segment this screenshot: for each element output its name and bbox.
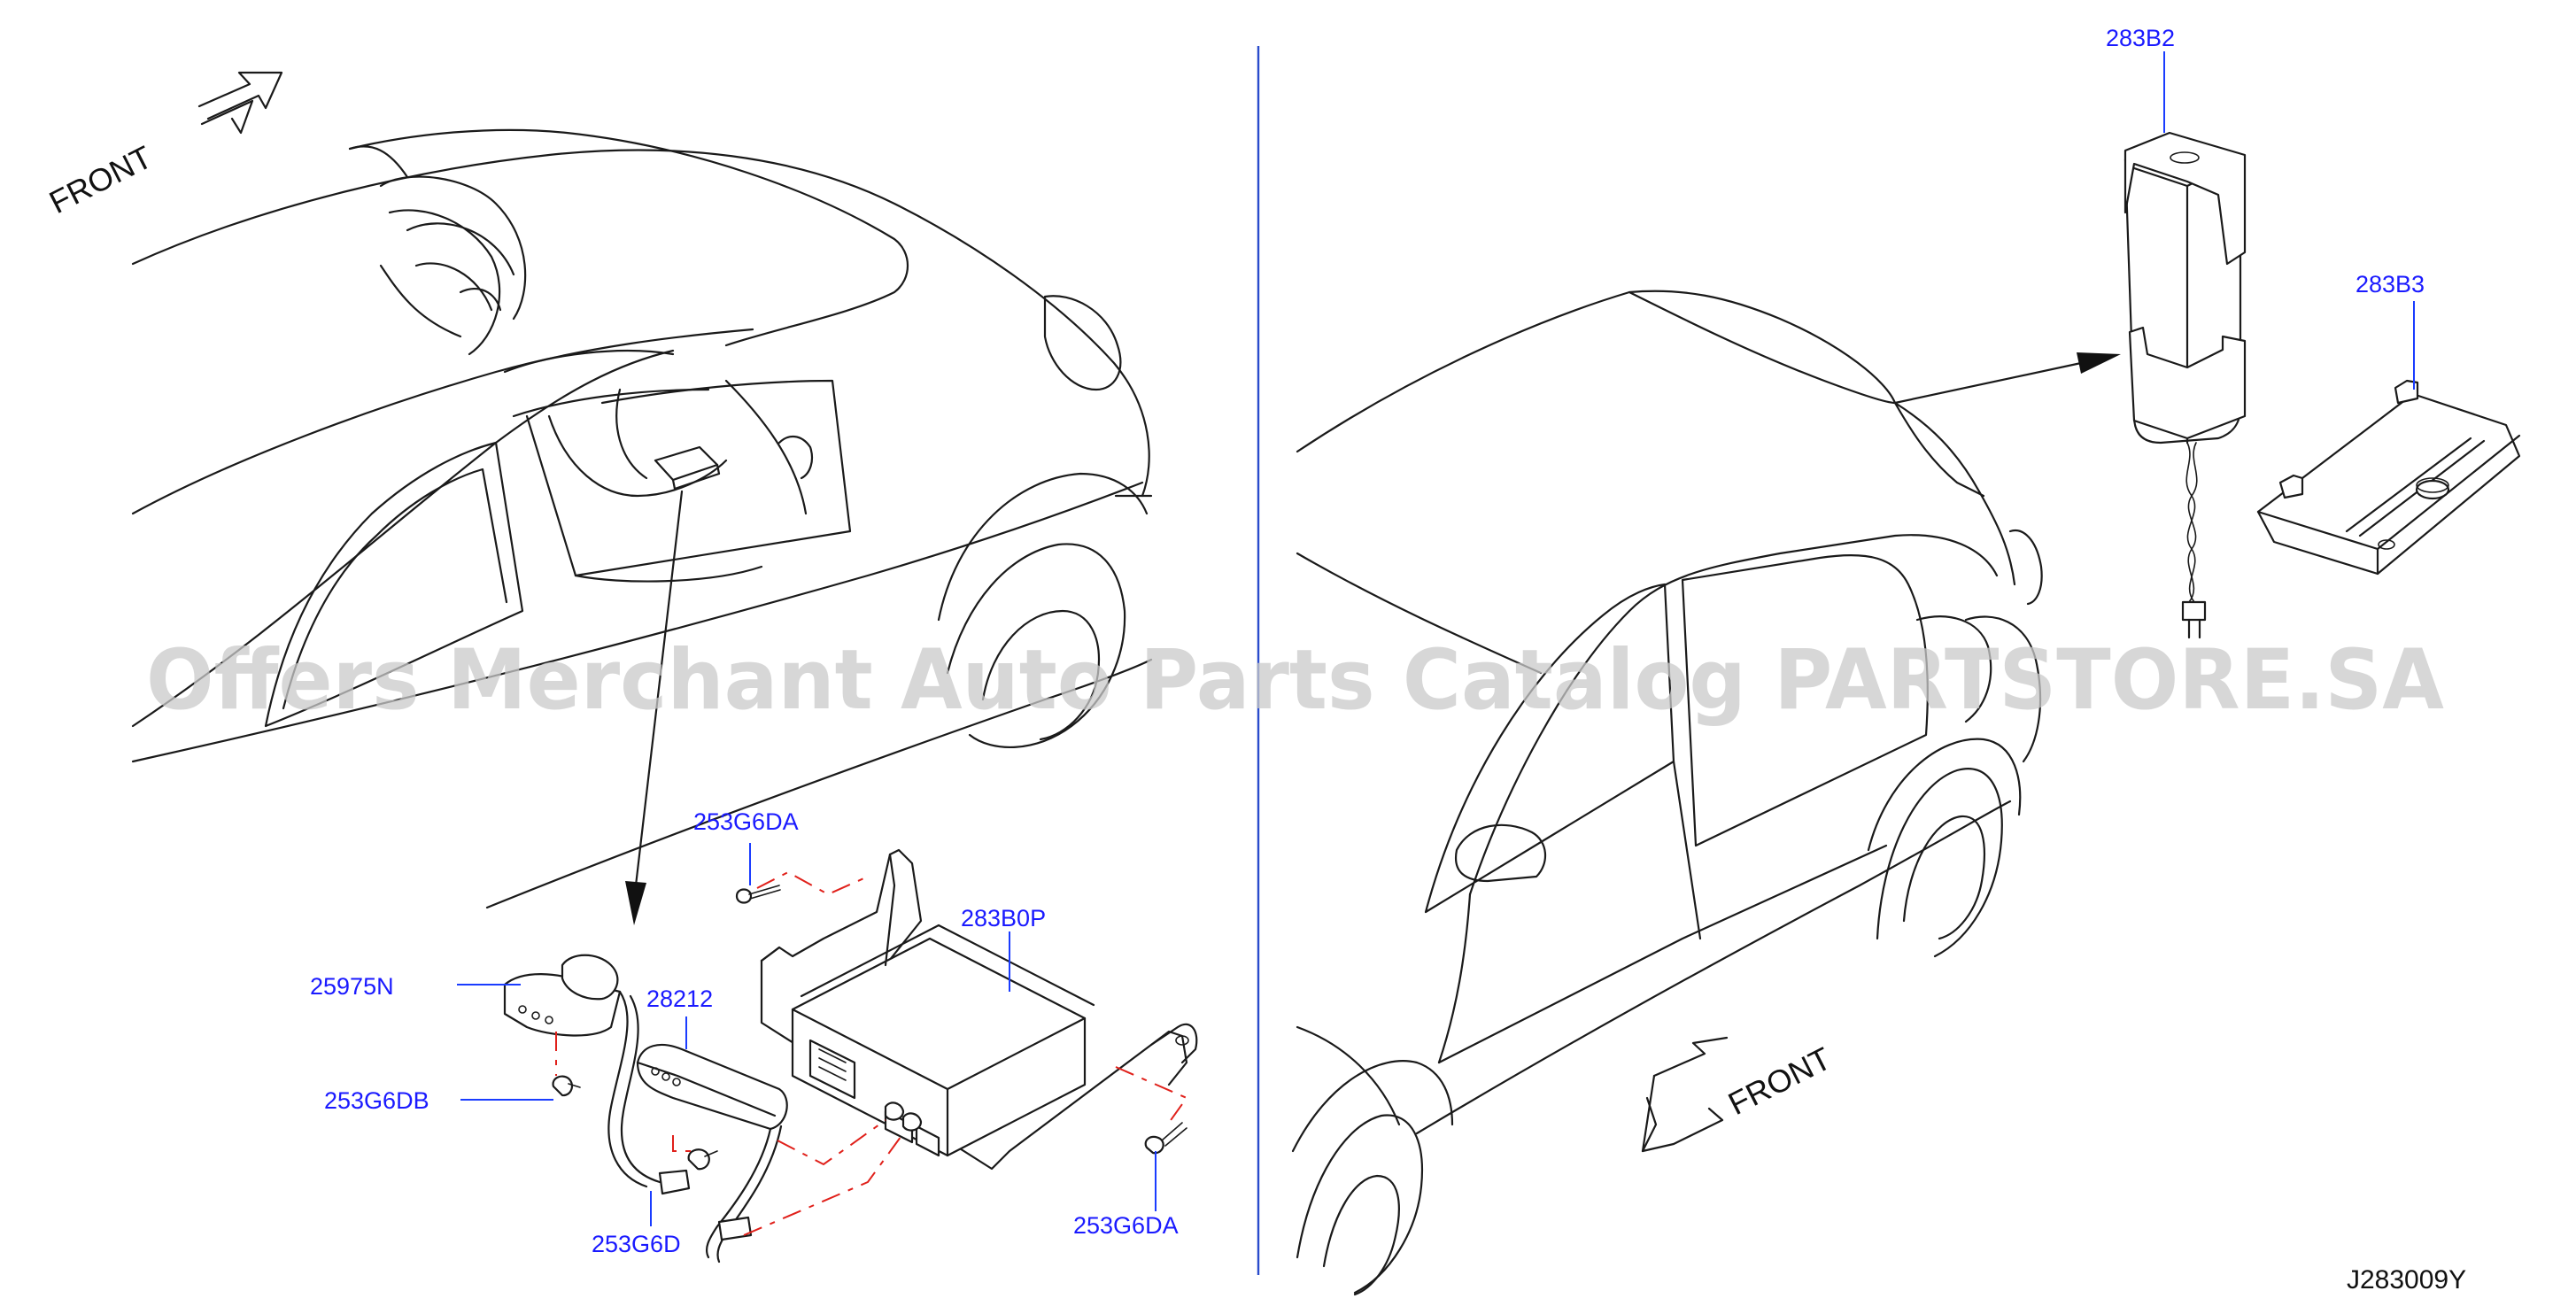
install-line — [756, 870, 869, 896]
part-label-253G6D: 253G6D — [592, 1231, 681, 1257]
part-label-283B0P: 283B0P — [961, 905, 1046, 931]
part-label-283B3: 283B3 — [2356, 271, 2425, 298]
leader-lines-left — [457, 843, 1156, 1226]
diagram-code: J283009Y — [2347, 1265, 2466, 1295]
part-label-25975N: 25975N — [310, 973, 394, 1000]
module-283B2-illustration — [2123, 131, 2247, 639]
front-arrow-icon — [197, 71, 283, 135]
install-line — [743, 1132, 904, 1236]
part-label-253G6DA: 253G6DA — [693, 808, 799, 835]
part-label-253G6DB: 253G6DB — [324, 1087, 429, 1114]
dashboard-illustration: FRONT — [43, 71, 1153, 925]
part-labels-right: 283B2 283B3 — [2106, 25, 2425, 298]
ecu-assembly-illustration — [503, 848, 1198, 1264]
part-label-28212: 28212 — [646, 985, 713, 1012]
install-line — [777, 1119, 886, 1166]
install-line — [672, 1135, 700, 1152]
front-label-right: FRONT — [1722, 1040, 1837, 1122]
front-label-left: FRONT — [43, 138, 158, 220]
part-label-283B2: 283B2 — [2106, 25, 2175, 51]
watermark: Offers Merchant Auto Parts Catalog PARTS… — [146, 632, 2444, 729]
car-exterior-illustration: FRONT — [1291, 290, 2121, 1296]
part-label-253G6DA-2: 253G6DA — [1073, 1212, 1179, 1239]
bracket-283B3-illustration — [2256, 379, 2521, 576]
leader-lines-right — [2163, 51, 2415, 390]
part-labels-left: 253G6DA 283B0P 25975N 28212 253G6DB 253G… — [310, 808, 1179, 1257]
install-line — [1115, 1066, 1188, 1124]
front-arrow-icon — [1641, 1036, 1729, 1153]
